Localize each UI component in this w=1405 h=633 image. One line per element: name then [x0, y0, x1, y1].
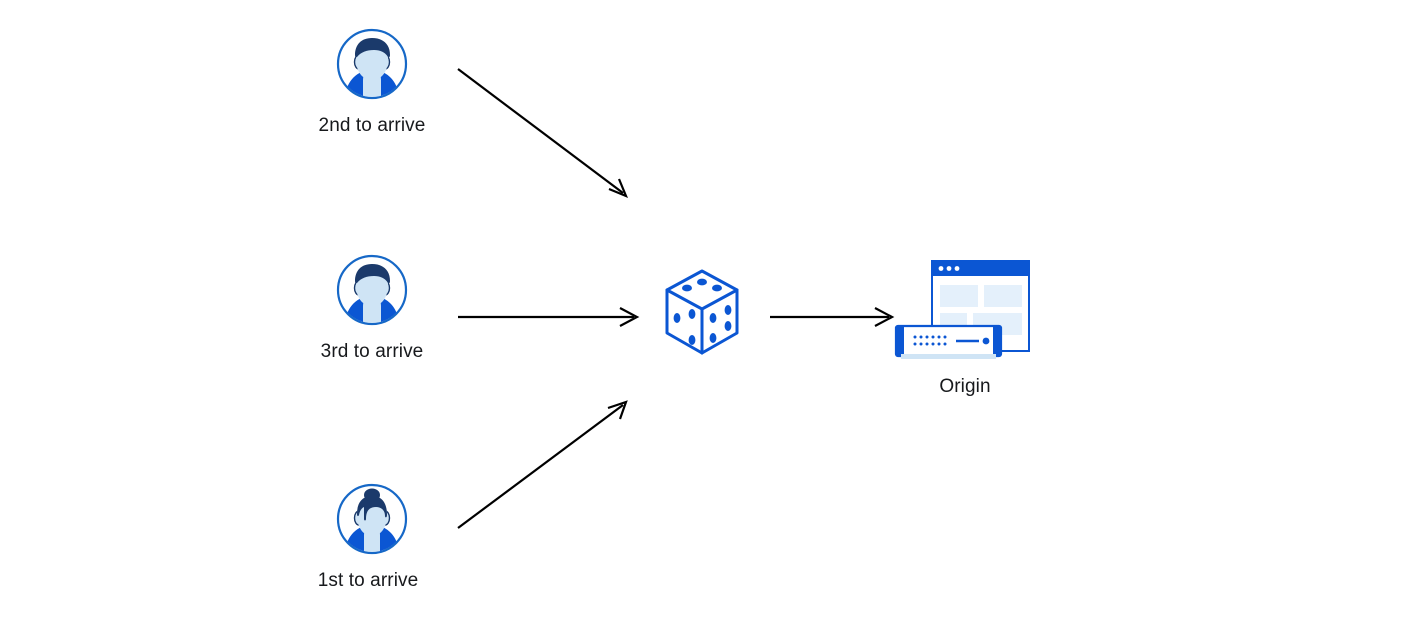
origin-label: Origin	[939, 376, 991, 397]
client-node-3rd[interactable]: 3rd to arrive	[321, 254, 423, 362]
dice-icon	[665, 269, 739, 355]
client-node-1st[interactable]: 1st to arrive	[318, 483, 418, 591]
user-avatar-icon	[336, 254, 408, 326]
user-avatar-bun-icon	[336, 483, 408, 555]
randomizer-node[interactable]	[663, 268, 741, 368]
arrow-dice-to-origin	[770, 307, 895, 327]
client-label-1st: 1st to arrive	[317, 570, 419, 591]
user-avatar-icon	[336, 28, 408, 100]
arrow-1st-to-dice	[457, 400, 628, 529]
server-appliance-icon	[894, 324, 1003, 359]
arrow-3rd-to-dice	[458, 307, 640, 327]
origin-server-icon	[894, 260, 1030, 359]
client-label-3rd: 3rd to arrive	[320, 341, 424, 362]
client-node-2nd[interactable]: 2nd to arrive	[319, 28, 425, 136]
origin-node[interactable]: Origin	[893, 258, 1038, 397]
client-label-2nd: 2nd to arrive	[318, 115, 426, 136]
